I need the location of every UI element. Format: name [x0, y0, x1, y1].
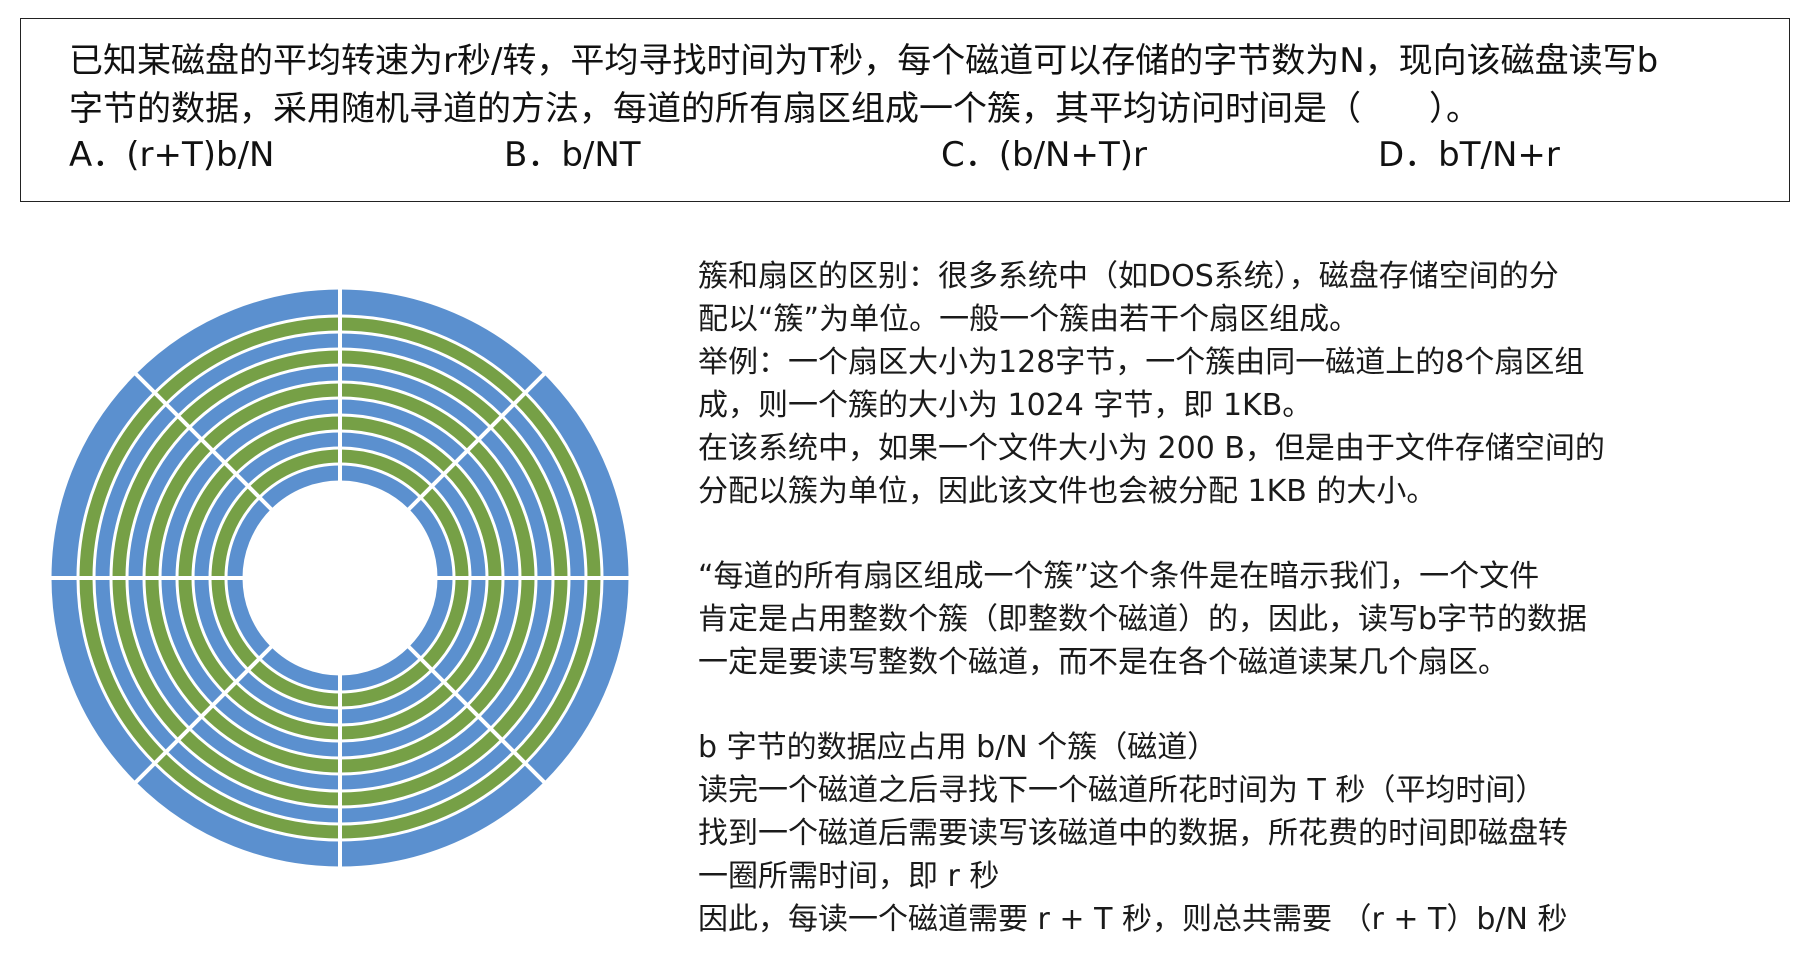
explanation-line: 读完一个磁道之后寻找下一个磁道所花时间为 T 秒（平均时间）	[698, 773, 1546, 808]
sector-divider	[406, 370, 548, 512]
explanation-line: 簇和扇区的区别：很多系统中（如DOS系统），磁盘存储空间的分	[698, 259, 1559, 294]
explanation-line: b 字节的数据应占用 b/N 个簇（磁道）	[698, 730, 1218, 765]
explanation-paragraph-3: b 字节的数据应占用 b/N 个簇（磁道） 读完一个磁道之后寻找下一个磁道所花时…	[698, 726, 1798, 941]
question-line-1: 已知某磁盘的平均转速为r秒/转，平均寻找时间为T秒，每个磁道可以存储的字节数为N…	[69, 41, 1659, 81]
explanation-line: “每道的所有扇区组成一个簇”这个条件是在暗示我们，一个文件	[698, 559, 1540, 594]
disk-hub	[244, 482, 436, 674]
explanation-paragraph-2: “每道的所有扇区组成一个簇”这个条件是在暗示我们，一个文件 肯定是占用整数个簇（…	[698, 555, 1798, 684]
sector-dividers	[50, 288, 630, 868]
explanation-paragraph-1: 簇和扇区的区别：很多系统中（如DOS系统），磁盘存储空间的分 配以“簇”为单位。…	[698, 255, 1798, 513]
question-box: 已知某磁盘的平均转速为r秒/转，平均寻找时间为T秒，每个磁道可以存储的字节数为N…	[20, 18, 1790, 202]
option-d: D．bT/N+r	[1378, 135, 1560, 175]
explanation-line: 举例：一个扇区大小为128字节，一个簇由同一磁道上的8个扇区组	[698, 345, 1585, 380]
explanation-panel: 簇和扇区的区别：很多系统中（如DOS系统），磁盘存储空间的分 配以“簇”为单位。…	[698, 255, 1798, 941]
option-a: A．(r+T)b/N	[69, 135, 275, 175]
explanation-line: 一定是要读写整数个磁道，而不是在各个磁道读某几个扇区。	[698, 645, 1508, 680]
option-b: B．b/NT	[504, 135, 641, 175]
explanation-line: 分配以簇为单位，因此该文件也会被分配 1KB 的大小。	[698, 474, 1437, 509]
option-c: C．(b/N+T)r	[941, 135, 1147, 175]
sector-divider	[132, 370, 274, 512]
explanation-line: 在该系统中，如果一个文件大小为 200 B，但是由于文件存储空间的	[698, 431, 1605, 466]
sector-divider	[406, 644, 548, 786]
explanation-line: 肯定是占用整数个簇（即整数个磁道）的，因此，读写b字节的数据	[698, 602, 1588, 637]
explanation-line: 一圈所需时间，即 r 秒	[698, 859, 1000, 894]
explanation-line: 找到一个磁道后需要读写该磁道中的数据，所花费的时间即磁盘转	[698, 816, 1568, 851]
disk-diagram	[50, 288, 630, 868]
explanation-line: 因此，每读一个磁道需要 r + T 秒，则总共需要 （r + T）b/N 秒	[698, 902, 1568, 937]
explanation-line: 成，则一个簇的大小为 1024 字节，即 1KB。	[698, 388, 1313, 423]
question-line-2: 字节的数据，采用随机寻道的方法，每道的所有扇区组成一个簇，其平均访问时间是（ ）…	[69, 89, 1480, 129]
sector-divider	[132, 644, 274, 786]
explanation-line: 配以“簇”为单位。一般一个簇由若干个扇区组成。	[698, 302, 1360, 337]
